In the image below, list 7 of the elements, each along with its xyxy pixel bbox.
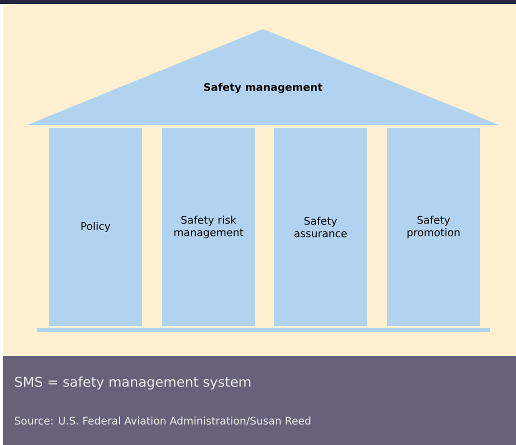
pillar-box: Policy [49,128,142,326]
pillar-box: Safety risk management [162,128,255,326]
pillar-box: Safety assurance [274,128,367,326]
footnote-text: SMS = safety management system [15,376,250,390]
pillar-box: Safety promotion [387,128,480,326]
source-text: Source: U.S. Federal Aviation Administration/Susan Reed [14,416,310,426]
roof-triangle: Safety management [27,29,499,125]
